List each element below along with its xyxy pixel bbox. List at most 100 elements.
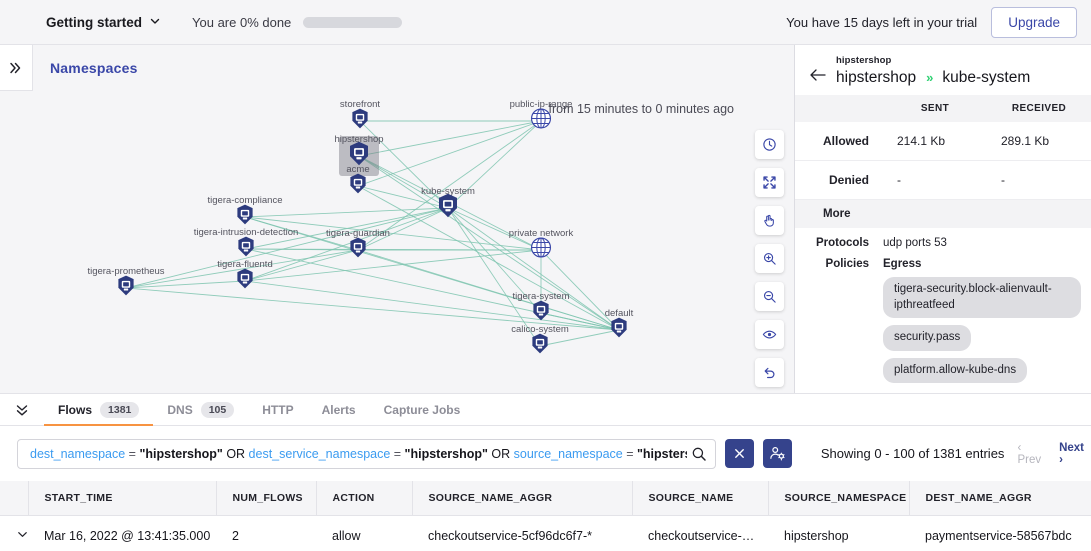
graph-canvas: [125, 120, 620, 347]
cell-source-namespace: hipstershop: [768, 515, 909, 551]
sidebar-expand-button[interactable]: [0, 45, 33, 91]
flows-column-header[interactable]: DEST_NAME_AGGR: [909, 481, 1091, 516]
stats-header-sent: SENT: [883, 95, 987, 122]
upgrade-button[interactable]: Upgrade: [991, 6, 1077, 38]
graph-node-calico-system[interactable]: [529, 333, 551, 360]
table-row: Allowed 214.1 Kb 289.1 Kb: [795, 122, 1091, 161]
namespace-node-icon: [237, 268, 253, 289]
getting-started-label: Getting started: [46, 14, 143, 30]
query-token-val: "hipstershop": [139, 446, 223, 461]
graph-node-tigera-system[interactable]: [530, 300, 552, 327]
graph-node-storefront[interactable]: [349, 108, 371, 135]
query-token-op: =: [622, 446, 637, 461]
hand-icon[interactable]: [755, 206, 784, 235]
flows-column-header[interactable]: SOURCE_NAME: [632, 481, 769, 516]
zoom-in-icon[interactable]: [755, 244, 784, 273]
protocols-label: Protocols: [815, 237, 869, 249]
chevron-down-icon: [149, 15, 161, 30]
graph-time-range: from 15 minutes to 0 minutes ago: [548, 102, 734, 116]
back-arrow-icon[interactable]: [809, 68, 826, 87]
expand-icon[interactable]: [755, 168, 784, 197]
egress-label: Egress: [883, 258, 922, 270]
cell-dest-name-aggr: paymentservice-58567bdc: [909, 515, 1091, 551]
tab-label: Capture Jobs: [383, 402, 461, 417]
zoom-out-icon[interactable]: [755, 282, 784, 311]
tab-alerts[interactable]: Alerts: [308, 393, 370, 426]
clear-search-button[interactable]: [724, 439, 754, 468]
flows-column-header[interactable]: NUM_FLOWS: [216, 481, 317, 516]
stats-row-label: Denied: [795, 160, 883, 200]
query-token-kw: OR: [487, 446, 514, 461]
prev-page-button[interactable]: ‹ Prev: [1017, 442, 1048, 466]
graph-node-hipstershop[interactable]: [346, 141, 372, 172]
detail-breadcrumb: hipstershop: [836, 55, 892, 66]
policy-pill[interactable]: security.pass: [883, 325, 972, 351]
clock-icon[interactable]: [755, 130, 784, 159]
graph-node-tigera-compliance[interactable]: [234, 204, 256, 231]
flows-column-header[interactable]: ACTION: [316, 481, 413, 516]
policy-pill[interactable]: tigera-security.block-alienvault-ipthrea…: [883, 277, 1081, 319]
policy-pill[interactable]: platform.allow-kube-dns: [883, 357, 1028, 384]
graph-node-tigera-prometheus[interactable]: [115, 275, 137, 302]
graph-node-public-ip-range[interactable]: [530, 108, 552, 135]
tab-http[interactable]: HTTP: [248, 393, 307, 426]
search-input[interactable]: dest_namespace = "hipstershop" OR dest_s…: [17, 438, 716, 469]
cell-source-name-aggr: checkoutservice-5cf96dc6f7-*: [412, 515, 632, 551]
stats-denied-sent: -: [883, 160, 987, 200]
detail-panel: hipstershop hipstershop » kube-system SE…: [795, 45, 1091, 393]
namespace-node-icon: [352, 108, 368, 129]
policies-row: Policies Egress tigera-security.block-al…: [795, 249, 1091, 390]
protocols-row: Protocols udp ports 53: [795, 228, 1091, 249]
service-graph-panel[interactable]: Namespaces from 15 minutes to 0 minutes …: [0, 45, 795, 393]
table-row: Denied - -: [795, 160, 1091, 200]
namespace-node-icon: [350, 173, 366, 194]
namespace-node-icon: [237, 204, 253, 225]
policy-pill-list: tigera-security.block-alienvault-ipthrea…: [883, 277, 1091, 390]
graph-node-default[interactable]: [608, 317, 630, 344]
progress-bar: [303, 16, 403, 28]
collapse-panel-icon[interactable]: [14, 402, 30, 418]
query-token-val: "hipstershop": [637, 446, 687, 461]
prev-label: Prev: [1017, 453, 1042, 466]
next-page-button[interactable]: Next ›: [1059, 442, 1091, 466]
search-icon[interactable]: [687, 446, 707, 462]
flows-column-header[interactable]: SOURCE_NAME_AGGR: [412, 481, 633, 516]
stats-header-received: RECEIVED: [987, 95, 1091, 122]
search-row: dest_namespace = "hipstershop" OR dest_s…: [0, 426, 1091, 481]
double-chevron-right-icon: [10, 62, 21, 73]
graph-node-tigera-guardian[interactable]: [347, 237, 369, 264]
next-label: Next: [1059, 441, 1085, 454]
graph-node-tigera-fluentd[interactable]: [234, 268, 256, 295]
tab-label: Alerts: [321, 402, 356, 417]
more-section-header[interactable]: More: [795, 200, 1091, 228]
namespace-node-icon: [439, 193, 457, 218]
progress-label: You are 0% done: [192, 14, 292, 30]
trial-notice: You have 15 days left in your trial: [786, 14, 978, 30]
cell-start-time: Mar 16, 2022 @ 13:41:35.000: [28, 515, 216, 551]
graph-title[interactable]: Namespaces: [50, 60, 138, 76]
graph-node-private-network[interactable]: [530, 237, 552, 264]
edit-columns-button[interactable]: [762, 439, 792, 468]
policies-list: Egress tigera-security.block-alienvault-…: [883, 258, 1091, 390]
graph-node-kube-system[interactable]: [435, 193, 461, 224]
row-expand-button[interactable]: [0, 515, 28, 551]
undo-icon[interactable]: [755, 358, 784, 387]
tab-capture-jobs[interactable]: Capture Jobs: [370, 393, 475, 426]
stats-allowed-received: 289.1 Kb: [987, 122, 1091, 161]
flows-header-expander: [0, 481, 29, 516]
getting-started-menu[interactable]: Getting started: [46, 15, 161, 30]
detail-title-row: hipstershop » kube-system: [809, 68, 1091, 87]
graph-node-acme[interactable]: [347, 173, 369, 200]
tab-label: HTTP: [262, 402, 294, 417]
flows-column-header[interactable]: START_TIME: [28, 481, 217, 516]
eye-icon[interactable]: [755, 320, 784, 349]
graph-node-tigera-intrusion-detection[interactable]: [235, 236, 257, 263]
flows-column-header[interactable]: SOURCE_NAMESPACE: [768, 481, 910, 516]
tab-label: Flows: [58, 402, 93, 417]
